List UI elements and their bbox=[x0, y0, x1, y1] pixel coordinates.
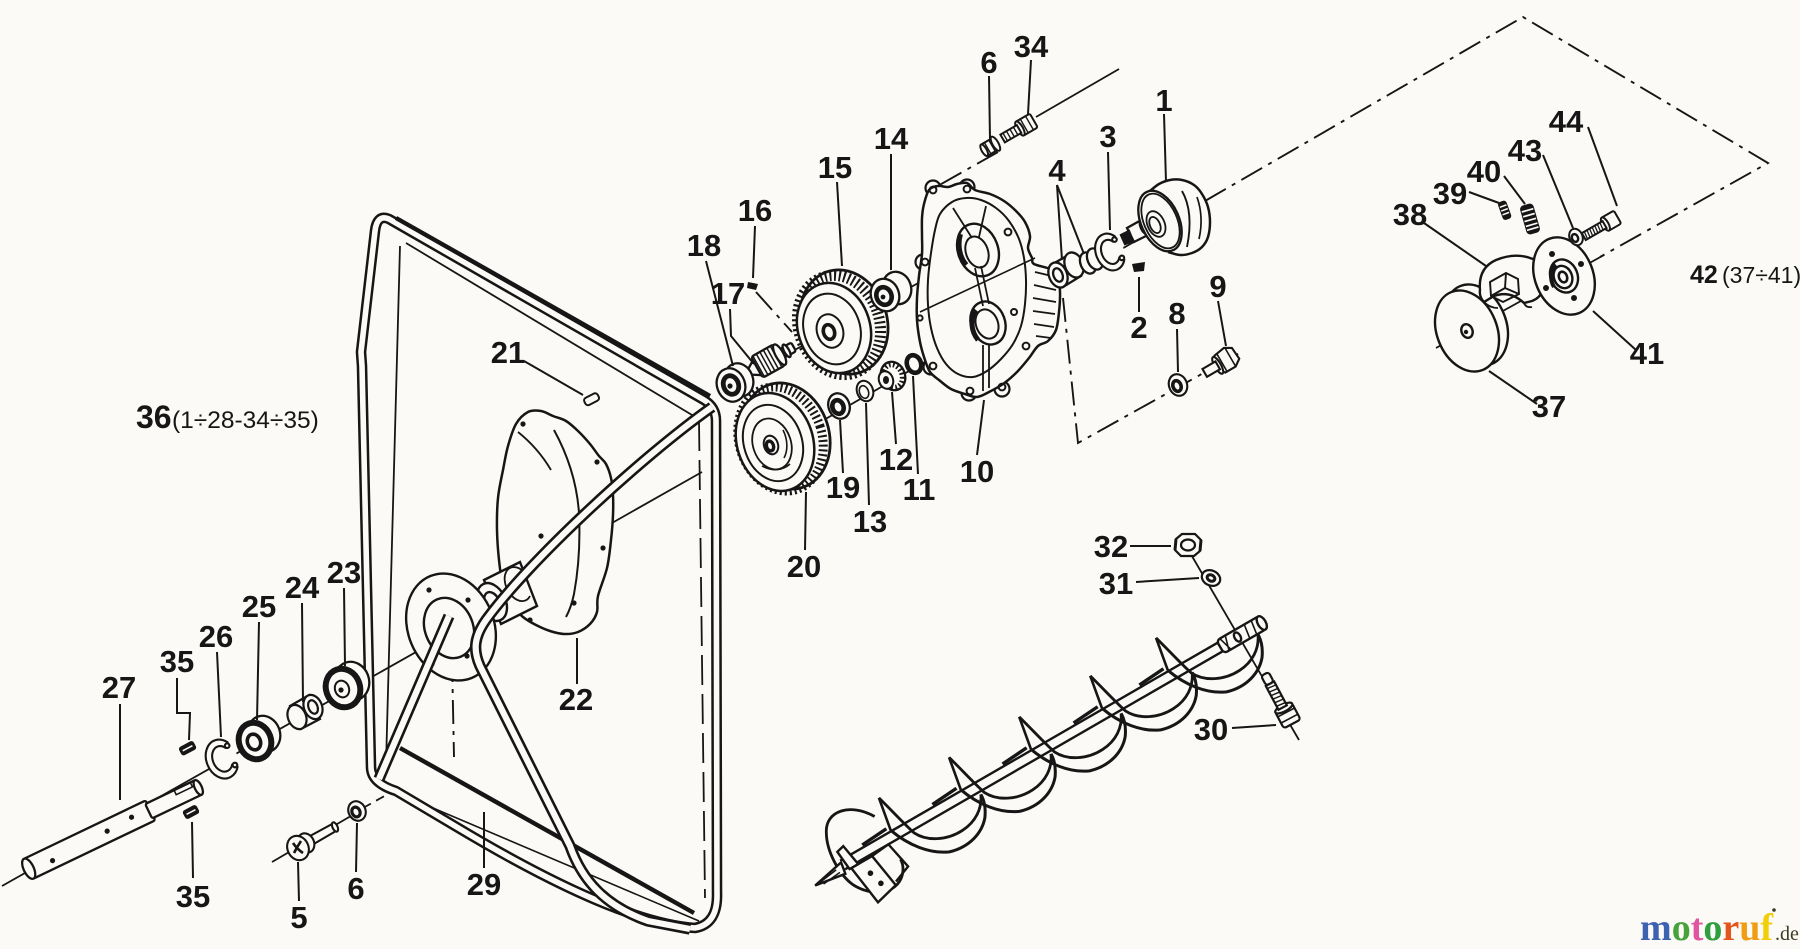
svg-text:36: 36 bbox=[136, 399, 172, 435]
svg-text:9: 9 bbox=[1209, 269, 1226, 304]
svg-text:r: r bbox=[1722, 907, 1739, 949]
svg-text:f: f bbox=[1760, 907, 1774, 949]
svg-text:t: t bbox=[1691, 907, 1704, 949]
svg-text:14: 14 bbox=[874, 121, 909, 156]
svg-text:18: 18 bbox=[687, 228, 721, 263]
svg-text:26: 26 bbox=[199, 619, 233, 654]
svg-text:35: 35 bbox=[160, 644, 194, 679]
svg-text:o: o bbox=[1703, 907, 1722, 949]
svg-text:31: 31 bbox=[1099, 566, 1133, 601]
svg-text:3: 3 bbox=[1099, 119, 1116, 154]
svg-text:.de: .de bbox=[1775, 923, 1799, 945]
svg-text:39: 39 bbox=[1433, 176, 1467, 211]
svg-text:13: 13 bbox=[853, 504, 887, 539]
svg-text:41: 41 bbox=[1630, 336, 1664, 371]
svg-text:34: 34 bbox=[1014, 29, 1049, 64]
svg-text:40: 40 bbox=[1467, 154, 1501, 189]
svg-text:25: 25 bbox=[242, 589, 276, 624]
svg-text:44: 44 bbox=[1549, 104, 1584, 139]
svg-text:29: 29 bbox=[467, 867, 501, 902]
svg-text:10: 10 bbox=[960, 454, 994, 489]
svg-text:u: u bbox=[1739, 907, 1760, 949]
svg-text:20: 20 bbox=[787, 549, 821, 584]
svg-text:5: 5 bbox=[290, 900, 307, 935]
svg-text:(37÷41): (37÷41) bbox=[1722, 262, 1800, 288]
svg-text:4: 4 bbox=[1048, 153, 1066, 188]
svg-text:12: 12 bbox=[879, 442, 913, 477]
svg-text:27: 27 bbox=[102, 670, 136, 705]
svg-text:21: 21 bbox=[491, 335, 525, 370]
svg-text:2: 2 bbox=[1130, 310, 1147, 345]
svg-text:38: 38 bbox=[1393, 197, 1427, 232]
svg-text:37: 37 bbox=[1532, 389, 1566, 424]
svg-text:o: o bbox=[1672, 907, 1691, 949]
svg-text:m: m bbox=[1640, 907, 1672, 949]
svg-text:15: 15 bbox=[818, 150, 852, 185]
svg-text:6: 6 bbox=[347, 871, 364, 906]
svg-text:43: 43 bbox=[1508, 133, 1542, 168]
svg-text:30: 30 bbox=[1194, 712, 1228, 747]
svg-text:6: 6 bbox=[980, 45, 997, 80]
svg-text:19: 19 bbox=[826, 470, 860, 505]
svg-text:42: 42 bbox=[1690, 261, 1718, 289]
svg-text:1: 1 bbox=[1155, 83, 1172, 118]
svg-text:17: 17 bbox=[711, 276, 745, 311]
svg-text:(1÷28-34÷35): (1÷28-34÷35) bbox=[172, 407, 319, 434]
svg-text:32: 32 bbox=[1094, 529, 1128, 564]
svg-text:23: 23 bbox=[327, 555, 361, 590]
svg-text:16: 16 bbox=[738, 193, 772, 228]
svg-text:22: 22 bbox=[559, 682, 593, 717]
svg-text:35: 35 bbox=[176, 879, 210, 914]
svg-text:11: 11 bbox=[903, 472, 936, 507]
svg-text:8: 8 bbox=[1168, 296, 1185, 331]
svg-text:24: 24 bbox=[285, 570, 320, 605]
